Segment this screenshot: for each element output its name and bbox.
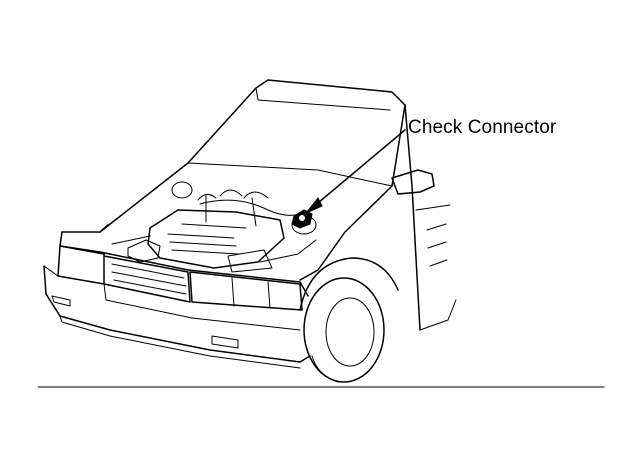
a-pillar bbox=[391, 104, 406, 187]
headlight-right-divider bbox=[231, 277, 271, 309]
front-bumper bbox=[43, 265, 311, 363]
engine-cover bbox=[147, 209, 285, 269]
windshield-lower-edge bbox=[187, 162, 393, 187]
check-connector bbox=[291, 209, 313, 229]
tire-tread bbox=[311, 355, 339, 383]
callout-label: Check Connector bbox=[408, 117, 557, 138]
windshield bbox=[187, 79, 406, 164]
hood-front-left bbox=[61, 224, 109, 233]
bumper-lower-edge bbox=[59, 315, 301, 369]
front-door-edge bbox=[404, 104, 421, 331]
bumper-upper-edge bbox=[43, 265, 301, 331]
bumper-lights bbox=[51, 295, 239, 349]
door-line bbox=[415, 204, 451, 211]
strut-tower-left bbox=[171, 181, 193, 199]
grille-slats bbox=[111, 263, 187, 295]
radiator-support bbox=[111, 235, 317, 263]
air-cleaner bbox=[227, 249, 273, 273]
body-side-lower bbox=[419, 299, 457, 331]
door-detail bbox=[426, 223, 448, 267]
engine-intake-ribs bbox=[167, 223, 247, 255]
front-fascia-top bbox=[59, 231, 309, 297]
wheel-arch bbox=[299, 257, 399, 311]
headlight-right bbox=[189, 271, 303, 311]
car-body bbox=[43, 79, 457, 383]
hose-line bbox=[199, 199, 301, 216]
front-rim bbox=[325, 297, 375, 367]
side-mirror bbox=[391, 169, 435, 195]
callout-arrow bbox=[305, 129, 406, 214]
hood-rear-edge bbox=[99, 162, 189, 233]
roof-line bbox=[255, 87, 391, 111]
hood-right-edge bbox=[299, 185, 393, 281]
battery bbox=[127, 239, 161, 263]
grille bbox=[103, 255, 191, 303]
front-tire bbox=[303, 277, 385, 383]
engine-cylinders bbox=[197, 189, 269, 227]
